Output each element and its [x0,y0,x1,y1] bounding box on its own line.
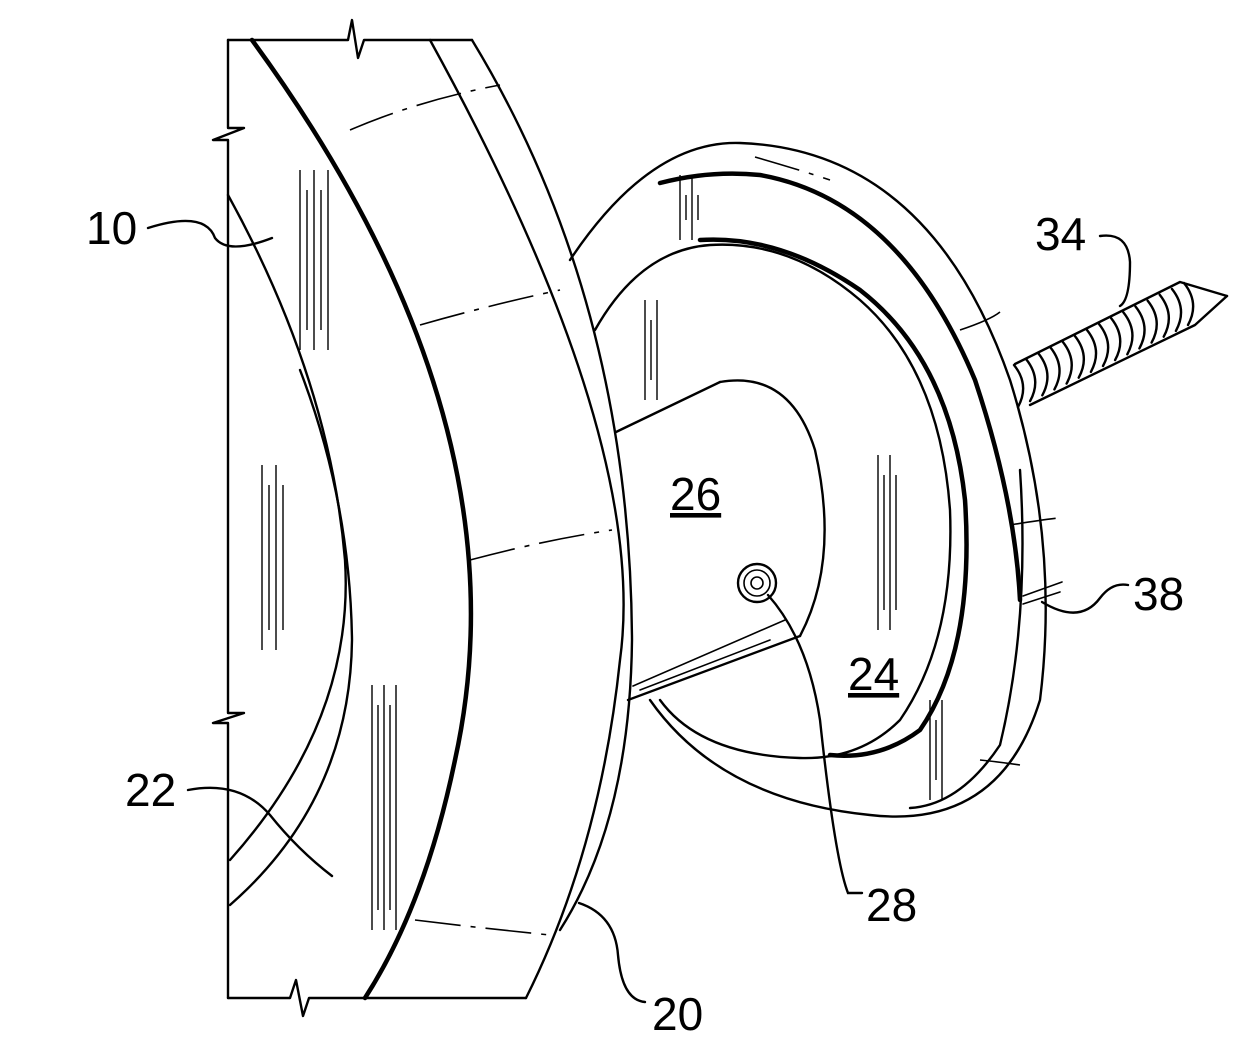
label-22: 22 [125,764,176,816]
set-screw-ring [744,570,770,596]
leader-20 [579,903,645,1002]
leader-28 [768,595,862,893]
lag-screw [1014,282,1227,407]
cup-outer-rim [570,143,1046,817]
leader-22 [188,788,332,876]
post-end-face [720,380,825,636]
label-26: 26 [670,468,721,520]
wall-left-break-edge [213,40,244,998]
wall-recess [228,195,352,905]
lag-screw-threads [1014,283,1193,407]
leader-38 [1042,585,1128,613]
label-20: 20 [652,988,703,1040]
leader-34 [1100,236,1130,306]
set-screw-socket [751,577,763,589]
cup-rim-ticks-3 [1010,518,1058,525]
post-edge-line [633,620,785,686]
mounting-cup [570,143,1062,817]
label-10: 10 [86,202,137,254]
wall-bottom-break-edge [228,980,526,1016]
post-edge-line-2 [640,640,770,690]
cup-rim-ticks-2 [960,312,1000,330]
shell-centerline-1 [350,85,500,130]
curved-shell [252,40,632,998]
shell-centerline-3 [470,530,612,560]
shell-outer-edge [472,40,632,930]
shell-front-edge [430,40,624,998]
label-28: 28 [866,879,917,931]
recess-inner-curve [230,370,352,905]
post-top-edge [616,382,720,432]
cup-floor-edge [700,240,967,756]
shell-centerline-4 [415,920,550,935]
post [616,380,825,700]
post-bottom-edge [628,636,800,700]
shell-inner-edge [252,40,471,998]
label-38: 38 [1133,568,1184,620]
label-34: 34 [1035,208,1086,260]
lag-screw-upper-edge [1015,282,1227,364]
wall-section [213,20,526,1016]
shell-centerline-2 [420,290,560,325]
label-24: 24 [848,648,899,700]
